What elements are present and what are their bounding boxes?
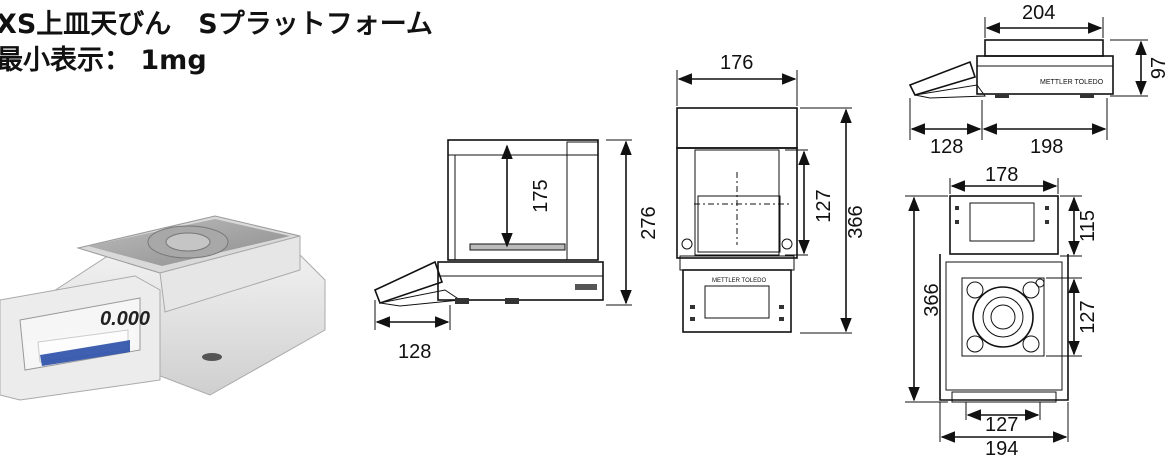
- title-line-2: 最小表示： 1mg: [0, 45, 207, 76]
- front-brand-label: METTLER TOLEDO: [712, 278, 766, 284]
- dim-top-terminal-width: 178: [985, 164, 1018, 186]
- photo-display-reading: 0.000: [100, 308, 150, 330]
- dim-side-terminal-depth: 128: [398, 341, 431, 363]
- dim-top-pan: 127: [1077, 300, 1099, 333]
- small-side-brand-label: METTLER TOLEDO: [1040, 79, 1104, 86]
- dim-top-total-length: 366: [921, 283, 943, 316]
- title-line-1: XS上皿天びん Sプラットフォーム: [0, 9, 433, 40]
- dim-front-width: 176: [720, 52, 753, 74]
- dim-small-depth: 198: [1030, 136, 1063, 158]
- top-view-drawing: 178 115 127 366 127 194: [905, 164, 1099, 459]
- front-view-drawing: METTLER TOLEDO 176 127 366: [676, 52, 867, 334]
- dim-top-terminal-depth: 115: [1077, 210, 1099, 242]
- dim-small-height: 97: [1148, 57, 1170, 79]
- dim-top-base-outer: 194: [985, 438, 1018, 459]
- dim-side-chamber-height: 175: [530, 179, 552, 212]
- product-photo: 0.000: [0, 215, 326, 401]
- dim-small-terminal: 128: [930, 136, 963, 158]
- side-view-drawing: 175 276 128: [373, 139, 660, 363]
- dim-front-total-height: 366: [845, 205, 867, 238]
- dim-side-total-height: 276: [638, 206, 660, 239]
- dim-small-top-width: 204: [1022, 2, 1055, 24]
- dim-front-door-height: 127: [813, 189, 835, 222]
- dim-top-base-inner: 127: [985, 414, 1018, 436]
- small-side-view-drawing: METTLER TOLEDO 204 97 128 198: [908, 2, 1170, 158]
